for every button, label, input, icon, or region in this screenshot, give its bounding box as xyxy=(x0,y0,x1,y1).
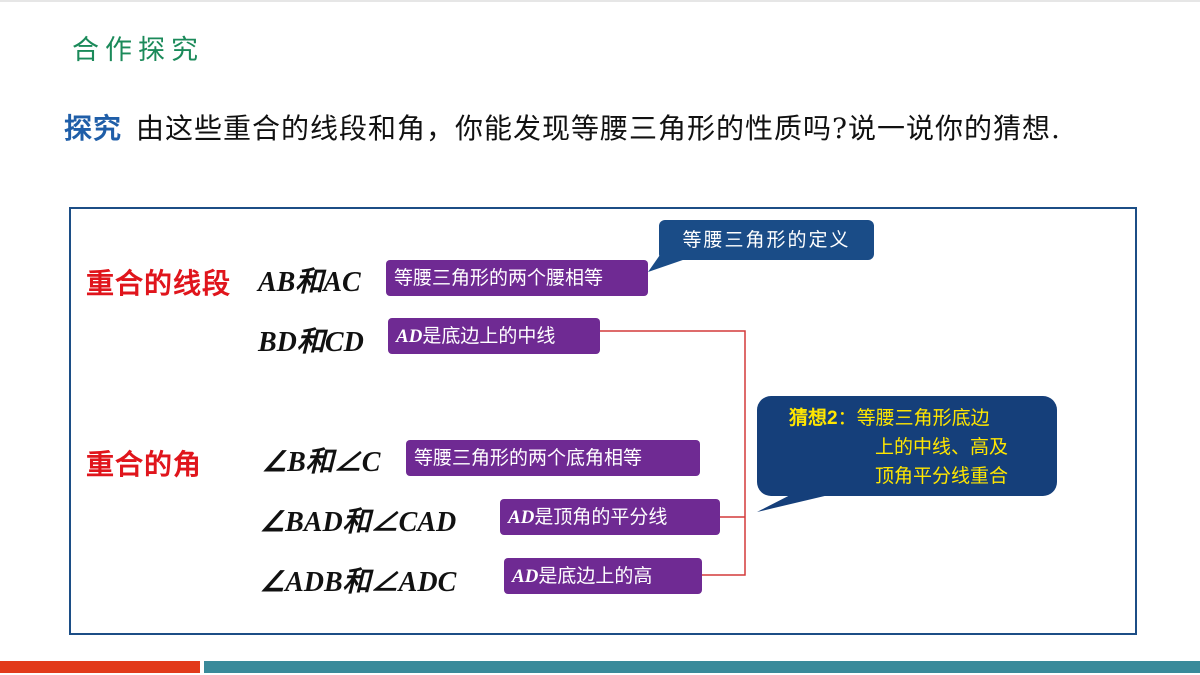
segment-tag-median: AD是底边上的中线 xyxy=(388,318,600,354)
tag-variable-ad: AD xyxy=(396,326,423,347)
angles-label: 重合的角 xyxy=(86,448,203,481)
tag-variable-ad: AD xyxy=(512,566,539,587)
angle-tag-bisector: AD是顶角的平分线 xyxy=(500,499,720,535)
question-label: 探究 xyxy=(64,112,123,145)
angle-tag-base-angles-equal: 等腰三角形的两个底角相等 xyxy=(406,440,700,476)
segment-tag-legs-equal: 等腰三角形的两个腰相等 xyxy=(386,260,648,296)
angle-pair-b-c: ∠B和∠C xyxy=(262,447,381,478)
definition-callout: 等腰三角形的定义 xyxy=(659,220,874,260)
angle-pair-adb-adc: ∠ADB和∠ADC xyxy=(260,567,457,598)
question-text: 由这些重合的线段和角，你能发现等腰三角形的性质吗?说一说你的猜想. xyxy=(136,112,1061,145)
footer-bar-red xyxy=(0,661,200,673)
footer-bar-teal xyxy=(204,661,1200,673)
segment-pair-bd-cd: BD和CD xyxy=(258,327,364,358)
tag-text: 是底边上的中线 xyxy=(422,325,556,347)
conjecture-label: 猜想2 xyxy=(789,408,838,429)
angle-pair-bad-cad: ∠BAD和∠CAD xyxy=(260,507,457,538)
angle-tag-altitude: AD是底边上的高 xyxy=(504,558,702,594)
tag-text: 是底边上的高 xyxy=(538,565,653,587)
conjecture-line-2: 上的中线、高及 xyxy=(875,436,1009,458)
top-rule xyxy=(0,0,1200,2)
question-text-block: 探究由这些重合的线段和角，你能发现等腰三角形的性质吗?说一说你的猜想. xyxy=(64,104,1144,153)
conjecture-line-1: 猜想2：等腰三角形底边 xyxy=(789,407,990,429)
tag-variable-ad: AD xyxy=(508,507,535,528)
conjecture-callout: 猜想2：等腰三角形底边 上的中线、高及 顶角平分线重合 xyxy=(757,396,1057,496)
page-title: 合作探究 xyxy=(72,35,204,66)
conjecture-line-3: 顶角平分线重合 xyxy=(875,465,1009,487)
segments-label: 重合的线段 xyxy=(86,267,232,300)
tag-text: 是顶角的平分线 xyxy=(534,506,668,528)
segment-pair-ab-ac: AB和AC xyxy=(258,267,361,298)
